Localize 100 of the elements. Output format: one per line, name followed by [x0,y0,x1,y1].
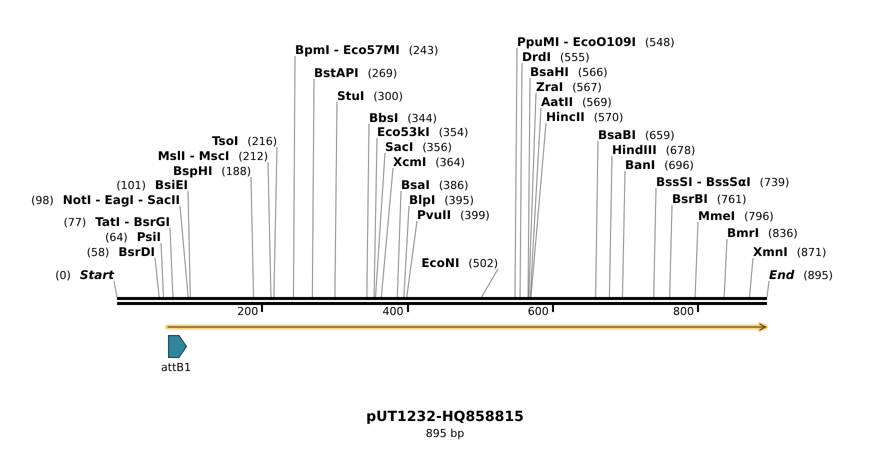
enzyme-name: BssSI - BssSαI [656,175,751,189]
leader-line [530,108,542,298]
leader-line [528,92,536,298]
site-position: (566) [578,66,608,79]
site-position: (269) [368,67,398,80]
site-position: (395) [444,194,474,207]
scale-label: 200 [237,305,258,318]
site-position: (212) [238,150,268,163]
enzyme-name: BsaI [401,178,430,192]
enzyme-name: NotI - EagI - SacII [62,193,180,207]
enzyme-name: BstAPI [314,66,359,80]
enzyme-name: MmeI [698,209,736,223]
site-position: (796) [744,210,774,223]
enzyme-name: ZraI [536,80,564,94]
site-position: (188) [221,165,251,178]
enzyme-name: HindIII [612,143,657,157]
enzyme-name: BmrI [727,226,760,240]
leader-line [375,152,386,298]
leader-line [403,206,410,298]
leader-line [608,156,612,298]
site-position: (836) [768,227,798,240]
enzyme-name: PsiI [136,230,161,244]
enzyme-name: BspHI [173,164,212,178]
feature-track [165,322,769,332]
leader-line [250,176,254,298]
leader-line [595,140,598,298]
leader-line [520,62,522,298]
leader-line [188,190,191,298]
leader-line [749,258,754,298]
site-position: (895) [803,269,833,282]
scale-label: 400 [382,305,404,318]
leader-line [514,48,518,298]
site-position: (871) [796,246,826,259]
feature-label: attB1 [161,361,191,374]
leader-line [724,238,728,298]
site-position: (399) [460,209,490,222]
leader-line [694,222,698,298]
site-position: (502) [468,257,498,270]
leader-line [154,258,160,298]
map-title: pUT1232-HQ858815 [366,409,524,425]
leader-line [273,146,278,298]
enzyme-name: BpmI - Eco57MI [295,43,400,57]
enzyme-name: MslI - MscI [158,149,230,163]
site-position: (0) [55,269,71,282]
enzyme-name: SacI [385,140,414,154]
enzyme-name: HincII [546,110,585,124]
enzyme-name: DrdI [522,50,551,64]
site-position: (216) [247,135,277,148]
leader-line [766,280,770,298]
enzyme-name: BsaBI [598,128,636,142]
enzyme-name: PvuII [417,208,452,222]
leader-line [396,190,402,298]
leader-line [669,204,672,298]
enzyme-name: PpuMI - EcoO109I [517,35,636,49]
enzyme-name: XcmI [393,155,426,169]
leader-line [481,268,498,298]
leader-line [114,280,118,298]
site-position: (386) [438,179,468,192]
enzyme-name: TatI - BsrGI [95,215,170,229]
sequence-backbone [117,297,767,305]
end-label: End [769,268,794,282]
site-position: (659) [645,129,675,142]
site-position: (344) [407,112,437,125]
enzyme-name: Eco53kI [377,125,430,139]
leader-line [406,220,418,298]
scale-label: 800 [673,305,694,318]
enzyme-name: BbsI [369,111,398,125]
site-position: (356) [422,141,452,154]
leader-line [374,138,378,298]
site-position: (77) [64,216,86,229]
enzyme-name: BlpI [409,193,436,207]
leader-line [622,170,626,298]
enzyme-name: BsrDI [118,245,155,259]
site-position: (569) [582,96,612,109]
enzyme-name: StuI [337,89,364,103]
site-position: (98) [31,194,54,207]
site-position: (364) [435,156,465,169]
leader-line [528,78,530,298]
site-position: (58) [86,246,110,259]
enzyme-name: BsrBI [672,192,708,206]
leader-line [530,122,546,298]
enzyme-name: BsiEI [154,178,188,192]
site-position: (300) [373,90,403,103]
site-position: (739) [760,176,790,189]
site-position: (64) [105,231,128,244]
enzyme-name: AatII [541,95,574,109]
leader-line [653,188,656,298]
site-position: (101) [116,179,146,192]
enzyme-name: XmnI [753,245,788,259]
leader-line [334,102,338,298]
leader-line [366,124,370,298]
site-position: (696) [664,159,694,172]
site-position: (567) [572,81,602,94]
leader-line [160,242,164,298]
site-position: (548) [644,36,675,49]
enzyme-name: BanI [625,158,656,172]
site-position: (761) [716,193,746,206]
scale-label: 600 [528,305,549,318]
sequence-length: 895 bp [426,427,464,440]
leader-line [268,162,272,298]
